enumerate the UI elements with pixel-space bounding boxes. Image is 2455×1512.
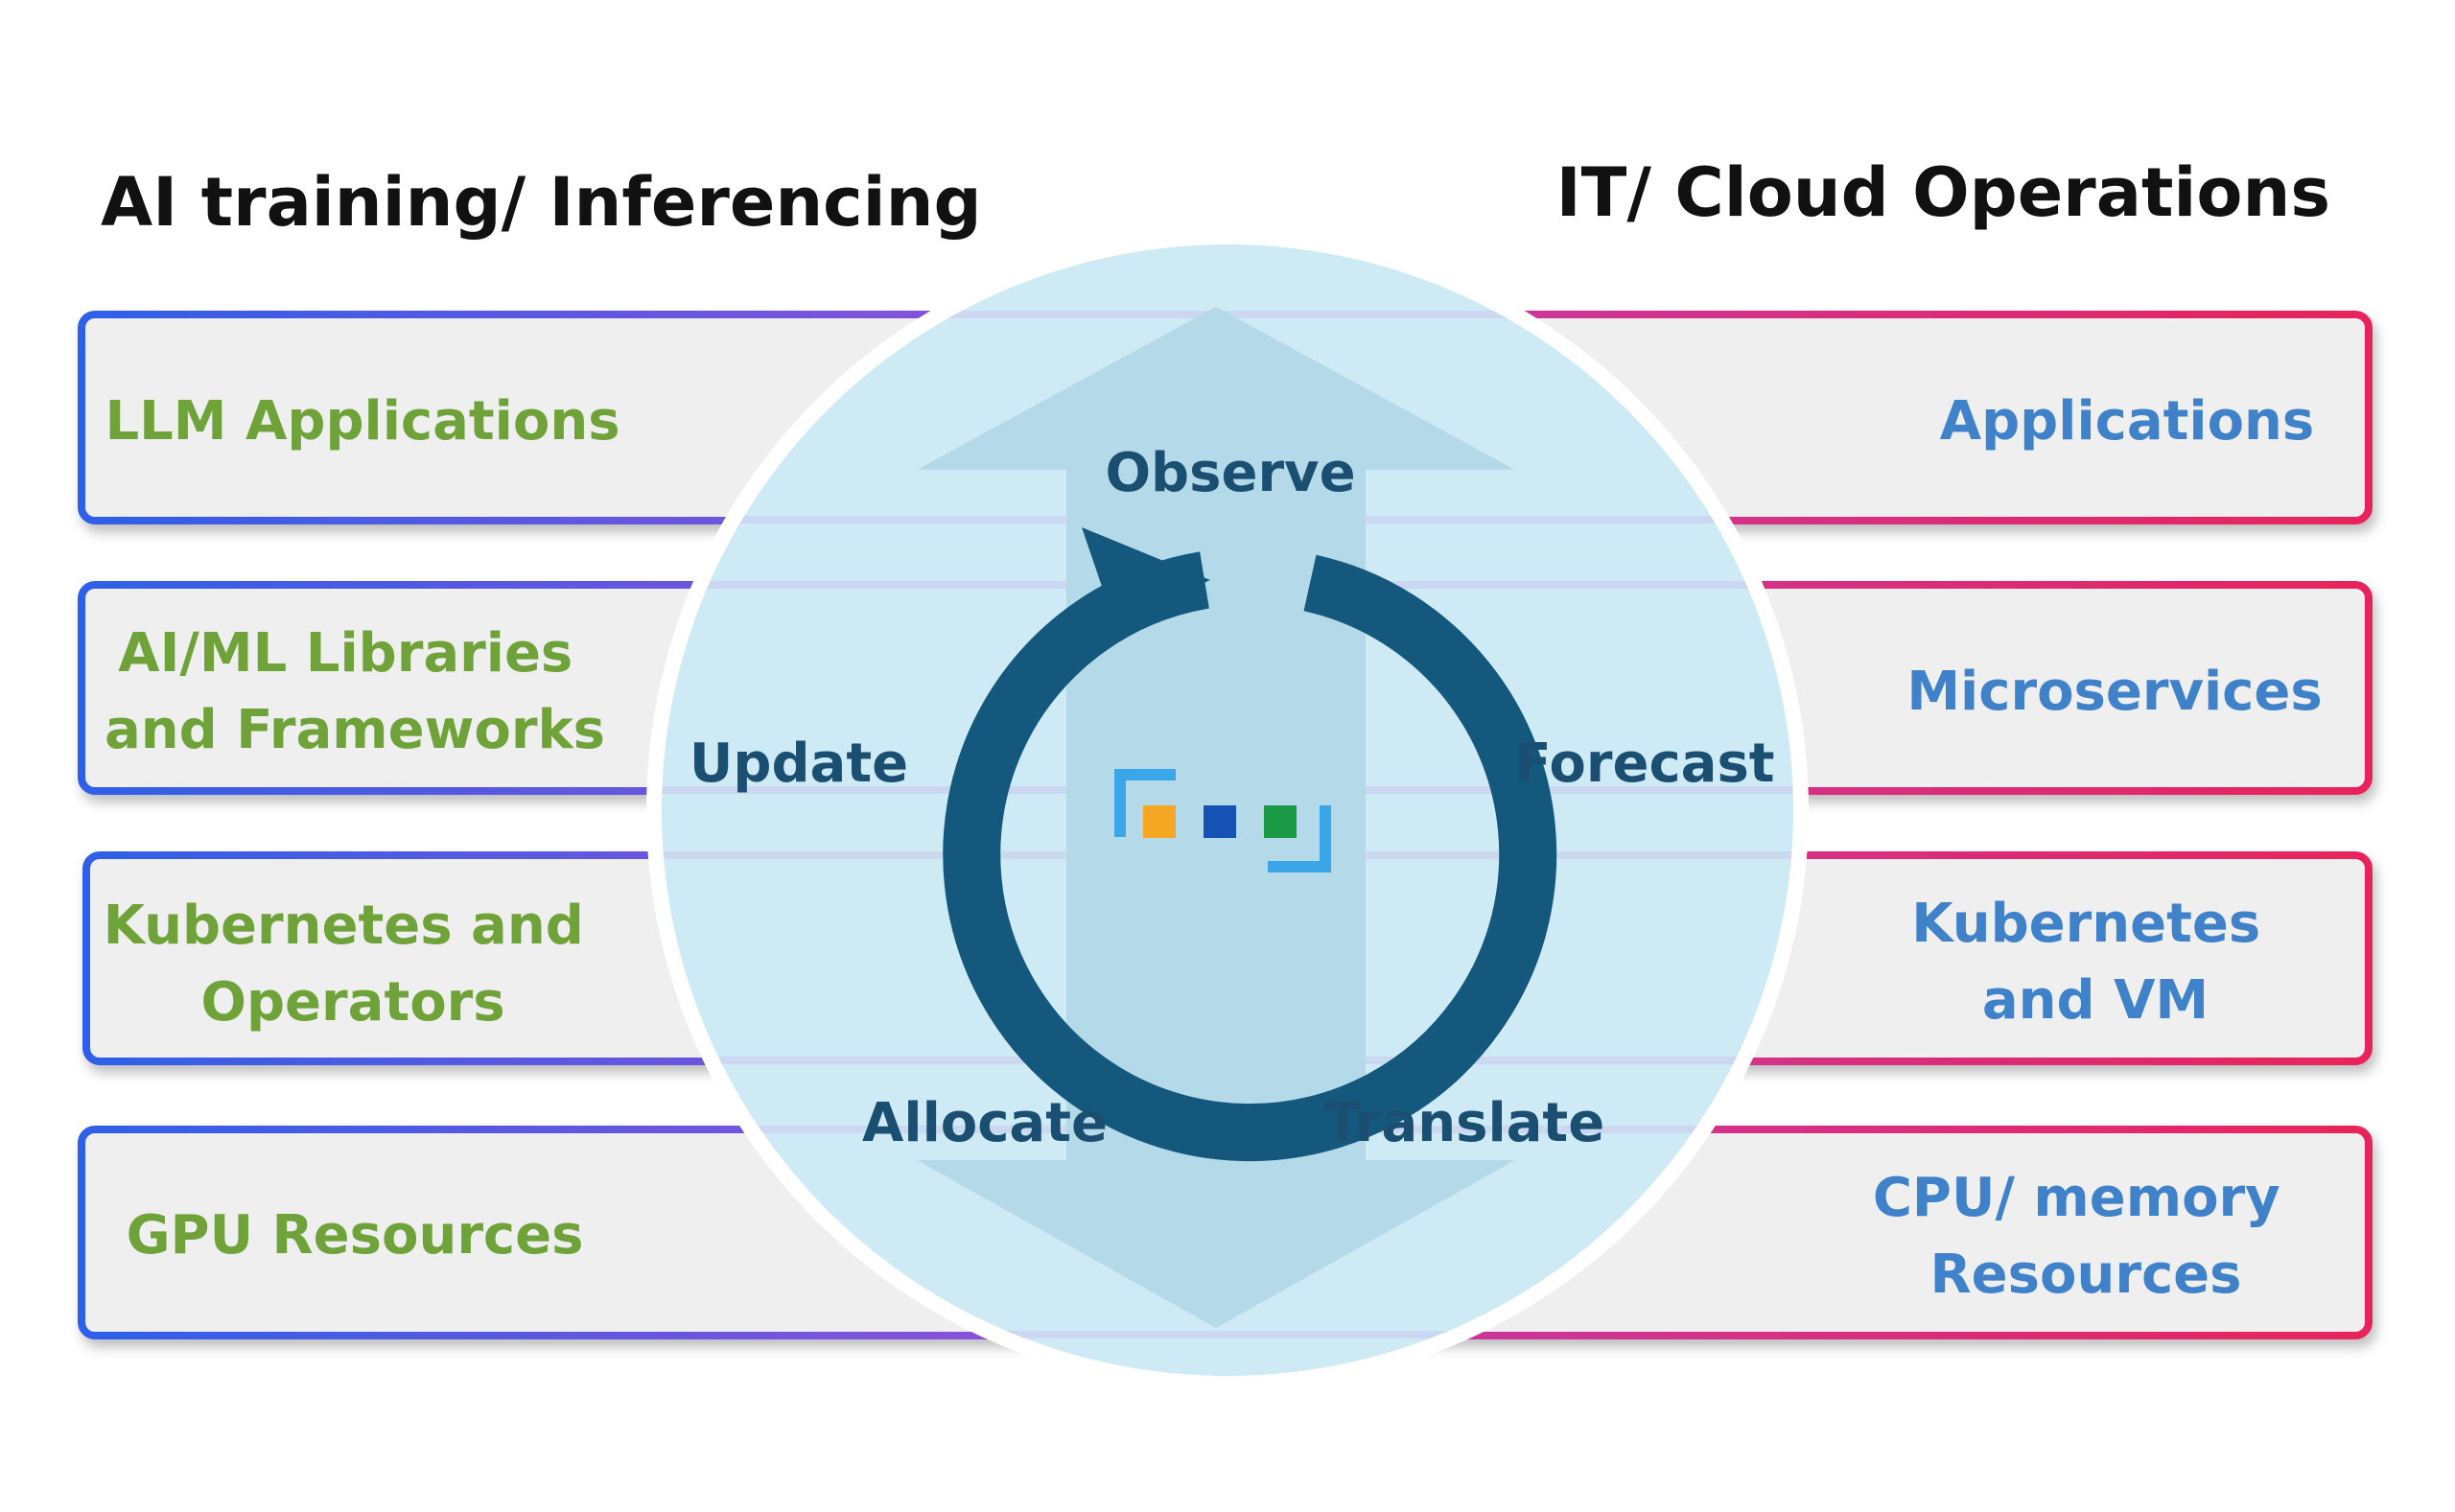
cycle-label-translate: Translate [1324, 1092, 1604, 1154]
logo-icon [1114, 769, 1331, 872]
left-heading: AI training/ Inferencing [101, 163, 982, 242]
left-layer-label-libraries: AI/ML Libraries and Frameworks [105, 622, 605, 761]
left-layer-label-gpu: GPU Resources [127, 1204, 584, 1267]
left-layer-label-llm: LLM Applications [105, 390, 620, 453]
cycle-label-observe: Observe [1105, 442, 1355, 504]
right-heading: IT/ Cloud Operations [1556, 153, 2330, 232]
right-layer-label-kubernetes-vm: Kubernetes and VM [1911, 893, 2279, 1032]
cycle-label-allocate: Allocate [862, 1092, 1108, 1154]
central-cycle: Observe Update Forecast Allocate Transla… [646, 229, 1809, 1391]
left-layer-label-kubernetes: Kubernetes and Operators [104, 895, 603, 1034]
cycle-label-update: Update [690, 733, 908, 795]
right-layer-label-cpu-memory: CPU/ memory Resources [1873, 1167, 2299, 1306]
right-layer-label-applications: Applications [1940, 390, 2315, 453]
cycle-arrow-icon [943, 527, 1557, 1162]
cycle-label-forecast: Forecast [1514, 733, 1774, 795]
right-layer-label-microservices: Microservices [1906, 661, 2322, 723]
